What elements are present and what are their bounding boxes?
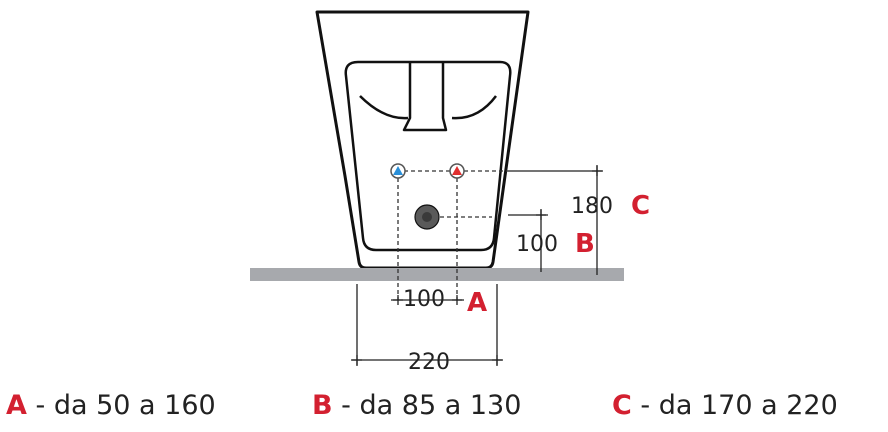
drain-outlet [414,204,440,230]
bidet-basin [344,60,512,252]
legend-a-text: - da 50 a 160 [26,390,216,421]
legend-c: C - da 170 a 220 [612,390,838,432]
dim-a-letter: A [467,288,487,318]
legend-a: A - da 50 a 160 [6,390,216,432]
legend-c-letter: C [612,390,632,421]
tap-block [402,62,448,132]
hot-water-valve [449,163,465,179]
bidet-body [315,10,530,270]
dim-c-value: 180 [571,194,613,219]
legend-a-letter: A [6,390,27,421]
dim-c-letter: C [631,191,650,221]
dimension-lines [351,165,603,366]
dimension-ticks [352,166,602,365]
floor [250,268,624,281]
cold-water-valve [390,163,406,179]
dim-b-letter: B [575,229,595,259]
bidet-rim [359,95,497,120]
dashed-lines [397,170,508,300]
dim-width-value: 220 [408,350,450,375]
legend-c-text: - da 170 a 220 [631,390,838,421]
dim-a-value: 100 [403,287,445,312]
dim-b-value: 100 [516,232,558,257]
legend-b-letter: B [312,390,333,421]
legend-b: B - da 85 a 130 [312,390,521,432]
legend-b-text: - da 85 a 130 [332,390,522,421]
